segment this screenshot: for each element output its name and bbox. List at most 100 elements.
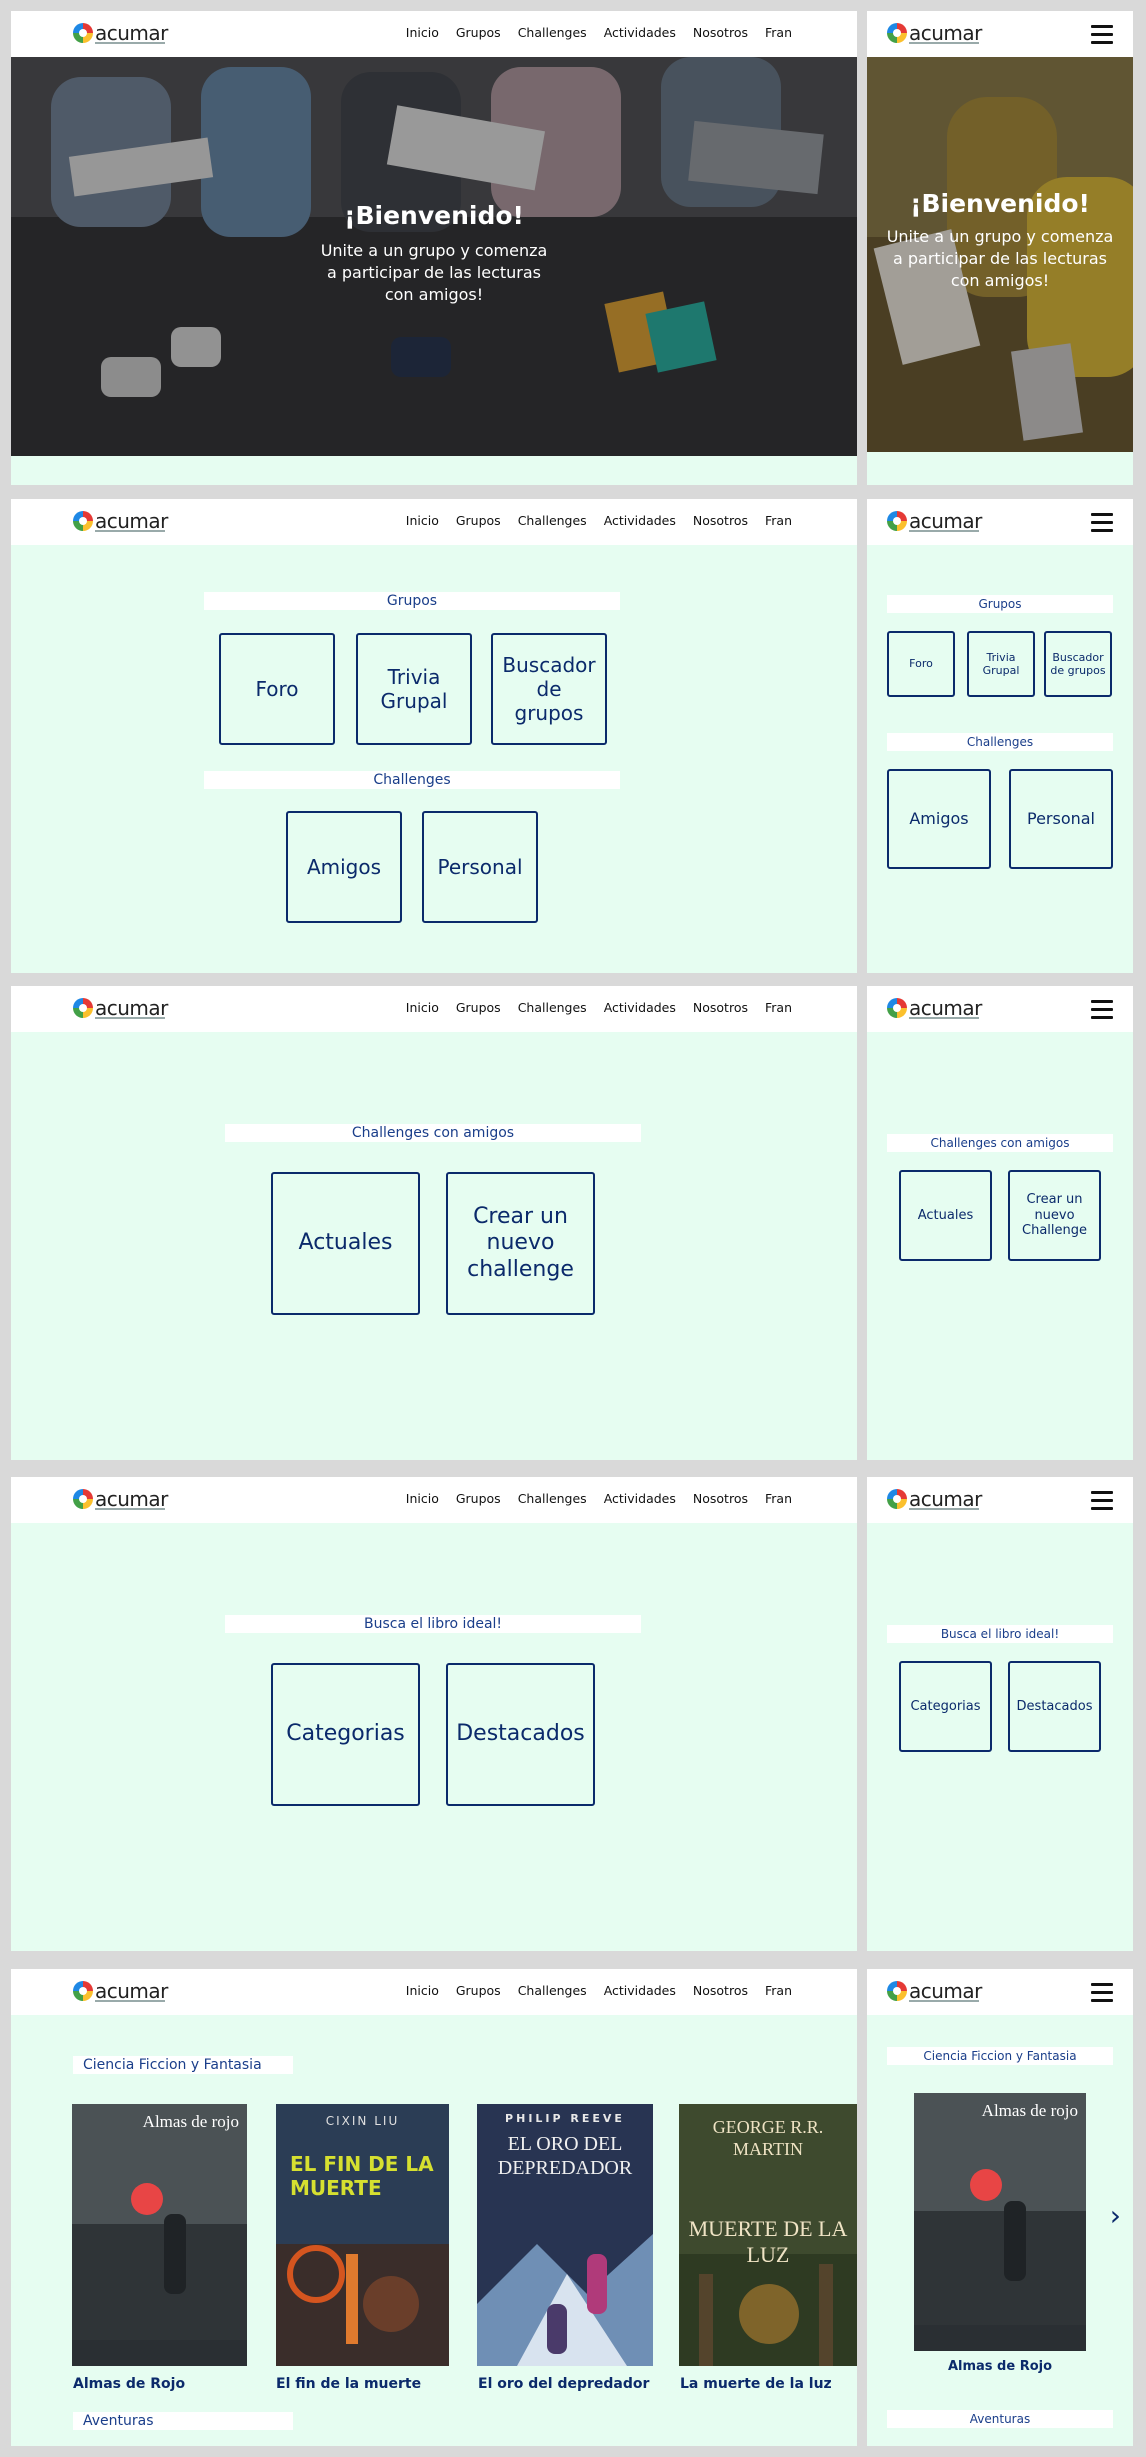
nav-item-challenges[interactable]: Challenges: [517, 1491, 587, 1506]
tile-crear-challenge[interactable]: Crear un nuevo challenge: [446, 1172, 595, 1315]
tile-destacados[interactable]: Destacados: [446, 1663, 595, 1806]
chevron-right-icon[interactable]: ›: [1109, 2199, 1121, 2232]
nav-item-inicio[interactable]: Inicio: [405, 1983, 439, 1998]
nav-item-inicio[interactable]: Inicio: [405, 1491, 439, 1506]
logo[interactable]: acumar: [73, 21, 168, 45]
nav-item-actividades[interactable]: Actividades: [603, 1000, 676, 1015]
logo-text: acumar: [95, 21, 168, 45]
logo-icon: [73, 1489, 93, 1509]
book-cover-almas-de-rojo[interactable]: Almas de rojo: [914, 2093, 1086, 2351]
navbar-mobile: acumar: [867, 499, 1133, 545]
nav-item-grupos[interactable]: Grupos: [455, 1000, 501, 1015]
logo-text: acumar: [909, 996, 982, 1020]
book-title[interactable]: El oro del depredador: [478, 2376, 650, 2392]
nav-item-grupos[interactable]: Grupos: [455, 1491, 501, 1506]
nav-item-challenges[interactable]: Challenges: [517, 513, 587, 528]
nav-item-challenges[interactable]: Challenges: [517, 1983, 587, 1998]
book-title[interactable]: El fin de la muerte: [276, 2376, 422, 2392]
nav-item-actividades[interactable]: Actividades: [603, 25, 676, 40]
cover-title: EL FIN DE LA MUERTE: [290, 2152, 434, 2200]
cover-art: [477, 2104, 653, 2366]
nav-item-actividades[interactable]: Actividades: [603, 1491, 676, 1506]
nav-item-nosotros[interactable]: Nosotros: [692, 25, 748, 40]
tile-buscador-de-grupos[interactable]: Buscador de grupos: [491, 633, 607, 745]
tile-foro[interactable]: Foro: [887, 631, 955, 697]
logo-text: acumar: [95, 1979, 168, 2003]
nav-item-user[interactable]: Fran: [764, 25, 792, 40]
nav-item-inicio[interactable]: Inicio: [405, 1000, 439, 1015]
tile-actuales[interactable]: Actuales: [271, 1172, 420, 1315]
logo[interactable]: acumar: [887, 21, 982, 45]
cover-art: [72, 2104, 247, 2366]
logo-icon: [73, 998, 93, 1018]
nav-item-grupos[interactable]: Grupos: [455, 1983, 501, 1998]
nav-item-actividades[interactable]: Actividades: [603, 513, 676, 528]
logo[interactable]: acumar: [887, 1487, 982, 1511]
nav-item-user[interactable]: Fran: [764, 513, 792, 528]
hamburger-icon[interactable]: [1091, 1000, 1113, 1019]
category-header-next: Aventuras: [73, 2412, 293, 2430]
tile-amigos[interactable]: Amigos: [286, 811, 402, 923]
section-header-challenges-con-amigos: Challenges con amigos: [887, 1134, 1113, 1152]
hamburger-icon[interactable]: [1091, 1491, 1113, 1510]
nav-item-nosotros[interactable]: Nosotros: [692, 513, 748, 528]
logo-icon: [887, 998, 907, 1018]
nav-item-user[interactable]: Fran: [764, 1491, 792, 1506]
nav-item-inicio[interactable]: Inicio: [405, 513, 439, 528]
nav-item-nosotros[interactable]: Nosotros: [692, 1491, 748, 1506]
tile-crear-challenge[interactable]: Crear un nuevo Challenge: [1008, 1170, 1101, 1261]
book-title[interactable]: La muerte de la luz: [680, 2376, 832, 2392]
tile-trivia-grupal[interactable]: Trivia Grupal: [356, 633, 472, 745]
tile-destacados[interactable]: Destacados: [1008, 1661, 1101, 1752]
tile-buscador-de-grupos[interactable]: Buscador de grupos: [1044, 631, 1112, 697]
logo[interactable]: acumar: [887, 509, 982, 533]
nav-item-inicio[interactable]: Inicio: [405, 25, 439, 40]
nav-item-grupos[interactable]: Grupos: [455, 25, 501, 40]
logo-tagline: [95, 530, 165, 532]
logo-text: acumar: [95, 509, 168, 533]
nav-item-nosotros[interactable]: Nosotros: [692, 1983, 748, 1998]
nav-item-user[interactable]: Fran: [764, 1000, 792, 1015]
hamburger-icon[interactable]: [1091, 513, 1113, 532]
tile-categorias[interactable]: Categorias: [899, 1661, 992, 1752]
book-title[interactable]: Almas de Rojo: [947, 2359, 1053, 2374]
cover-author: PHILIP REEVE: [505, 2112, 625, 2125]
hamburger-icon[interactable]: [1091, 1983, 1113, 2002]
nav-item-challenges[interactable]: Challenges: [517, 25, 587, 40]
nav-item-actividades[interactable]: Actividades: [603, 1983, 676, 1998]
nav-item-nosotros[interactable]: Nosotros: [692, 1000, 748, 1015]
cover-title: Almas de rojo: [142, 2112, 239, 2131]
tile-categorias[interactable]: Categorias: [271, 1663, 420, 1806]
cover-art: [276, 2104, 449, 2366]
mobile-catalog-frame: acumar Ciencia Ficcion y Fantasia Almas …: [867, 1969, 1133, 2446]
tile-personal[interactable]: Personal: [1009, 769, 1113, 869]
logo[interactable]: acumar: [887, 996, 982, 1020]
logo[interactable]: acumar: [887, 1979, 982, 2003]
book-cover-el-fin-de-la-muerte[interactable]: CIXIN LIU EL FIN DE LA MUERTE: [276, 2104, 449, 2366]
book-cover-almas-de-rojo[interactable]: Almas de rojo: [72, 2104, 247, 2366]
logo[interactable]: acumar: [73, 996, 168, 1020]
category-header-next: Aventuras: [887, 2410, 1113, 2428]
navbar: acumar Inicio Grupos Challenges Activida…: [11, 11, 857, 57]
logo-tagline: [909, 1508, 979, 1510]
logo[interactable]: acumar: [73, 509, 168, 533]
logo[interactable]: acumar: [73, 1487, 168, 1511]
logo[interactable]: acumar: [73, 1979, 168, 2003]
nav-item-grupos[interactable]: Grupos: [455, 513, 501, 528]
tile-actuales[interactable]: Actuales: [899, 1170, 992, 1261]
book-cover-el-oro-del-depredador[interactable]: PHILIP REEVE EL ORO DEL DEPREDADOR: [477, 2104, 653, 2366]
hamburger-icon[interactable]: [1091, 25, 1113, 44]
navbar-mobile: acumar: [867, 1969, 1133, 2015]
mobile-book-finder-frame: acumar Busca el libro ideal! Categorias …: [867, 1477, 1133, 1951]
tile-trivia-grupal[interactable]: Trivia Grupal: [967, 631, 1035, 697]
logo-icon: [73, 1981, 93, 2001]
tile-foro[interactable]: Foro: [219, 633, 335, 745]
tile-personal[interactable]: Personal: [422, 811, 538, 923]
tile-amigos[interactable]: Amigos: [887, 769, 991, 869]
book-title[interactable]: Almas de Rojo: [73, 2376, 186, 2392]
book-cover-la-muerte-de-la-luz[interactable]: GEORGE R.R. MARTIN MUERTE DE LA LUZ: [679, 2104, 857, 2366]
logo-tagline: [909, 42, 979, 44]
category-header: Ciencia Ficcion y Fantasia: [73, 2056, 293, 2074]
nav-item-challenges[interactable]: Challenges: [517, 1000, 587, 1015]
nav-item-user[interactable]: Fran: [764, 1983, 792, 1998]
